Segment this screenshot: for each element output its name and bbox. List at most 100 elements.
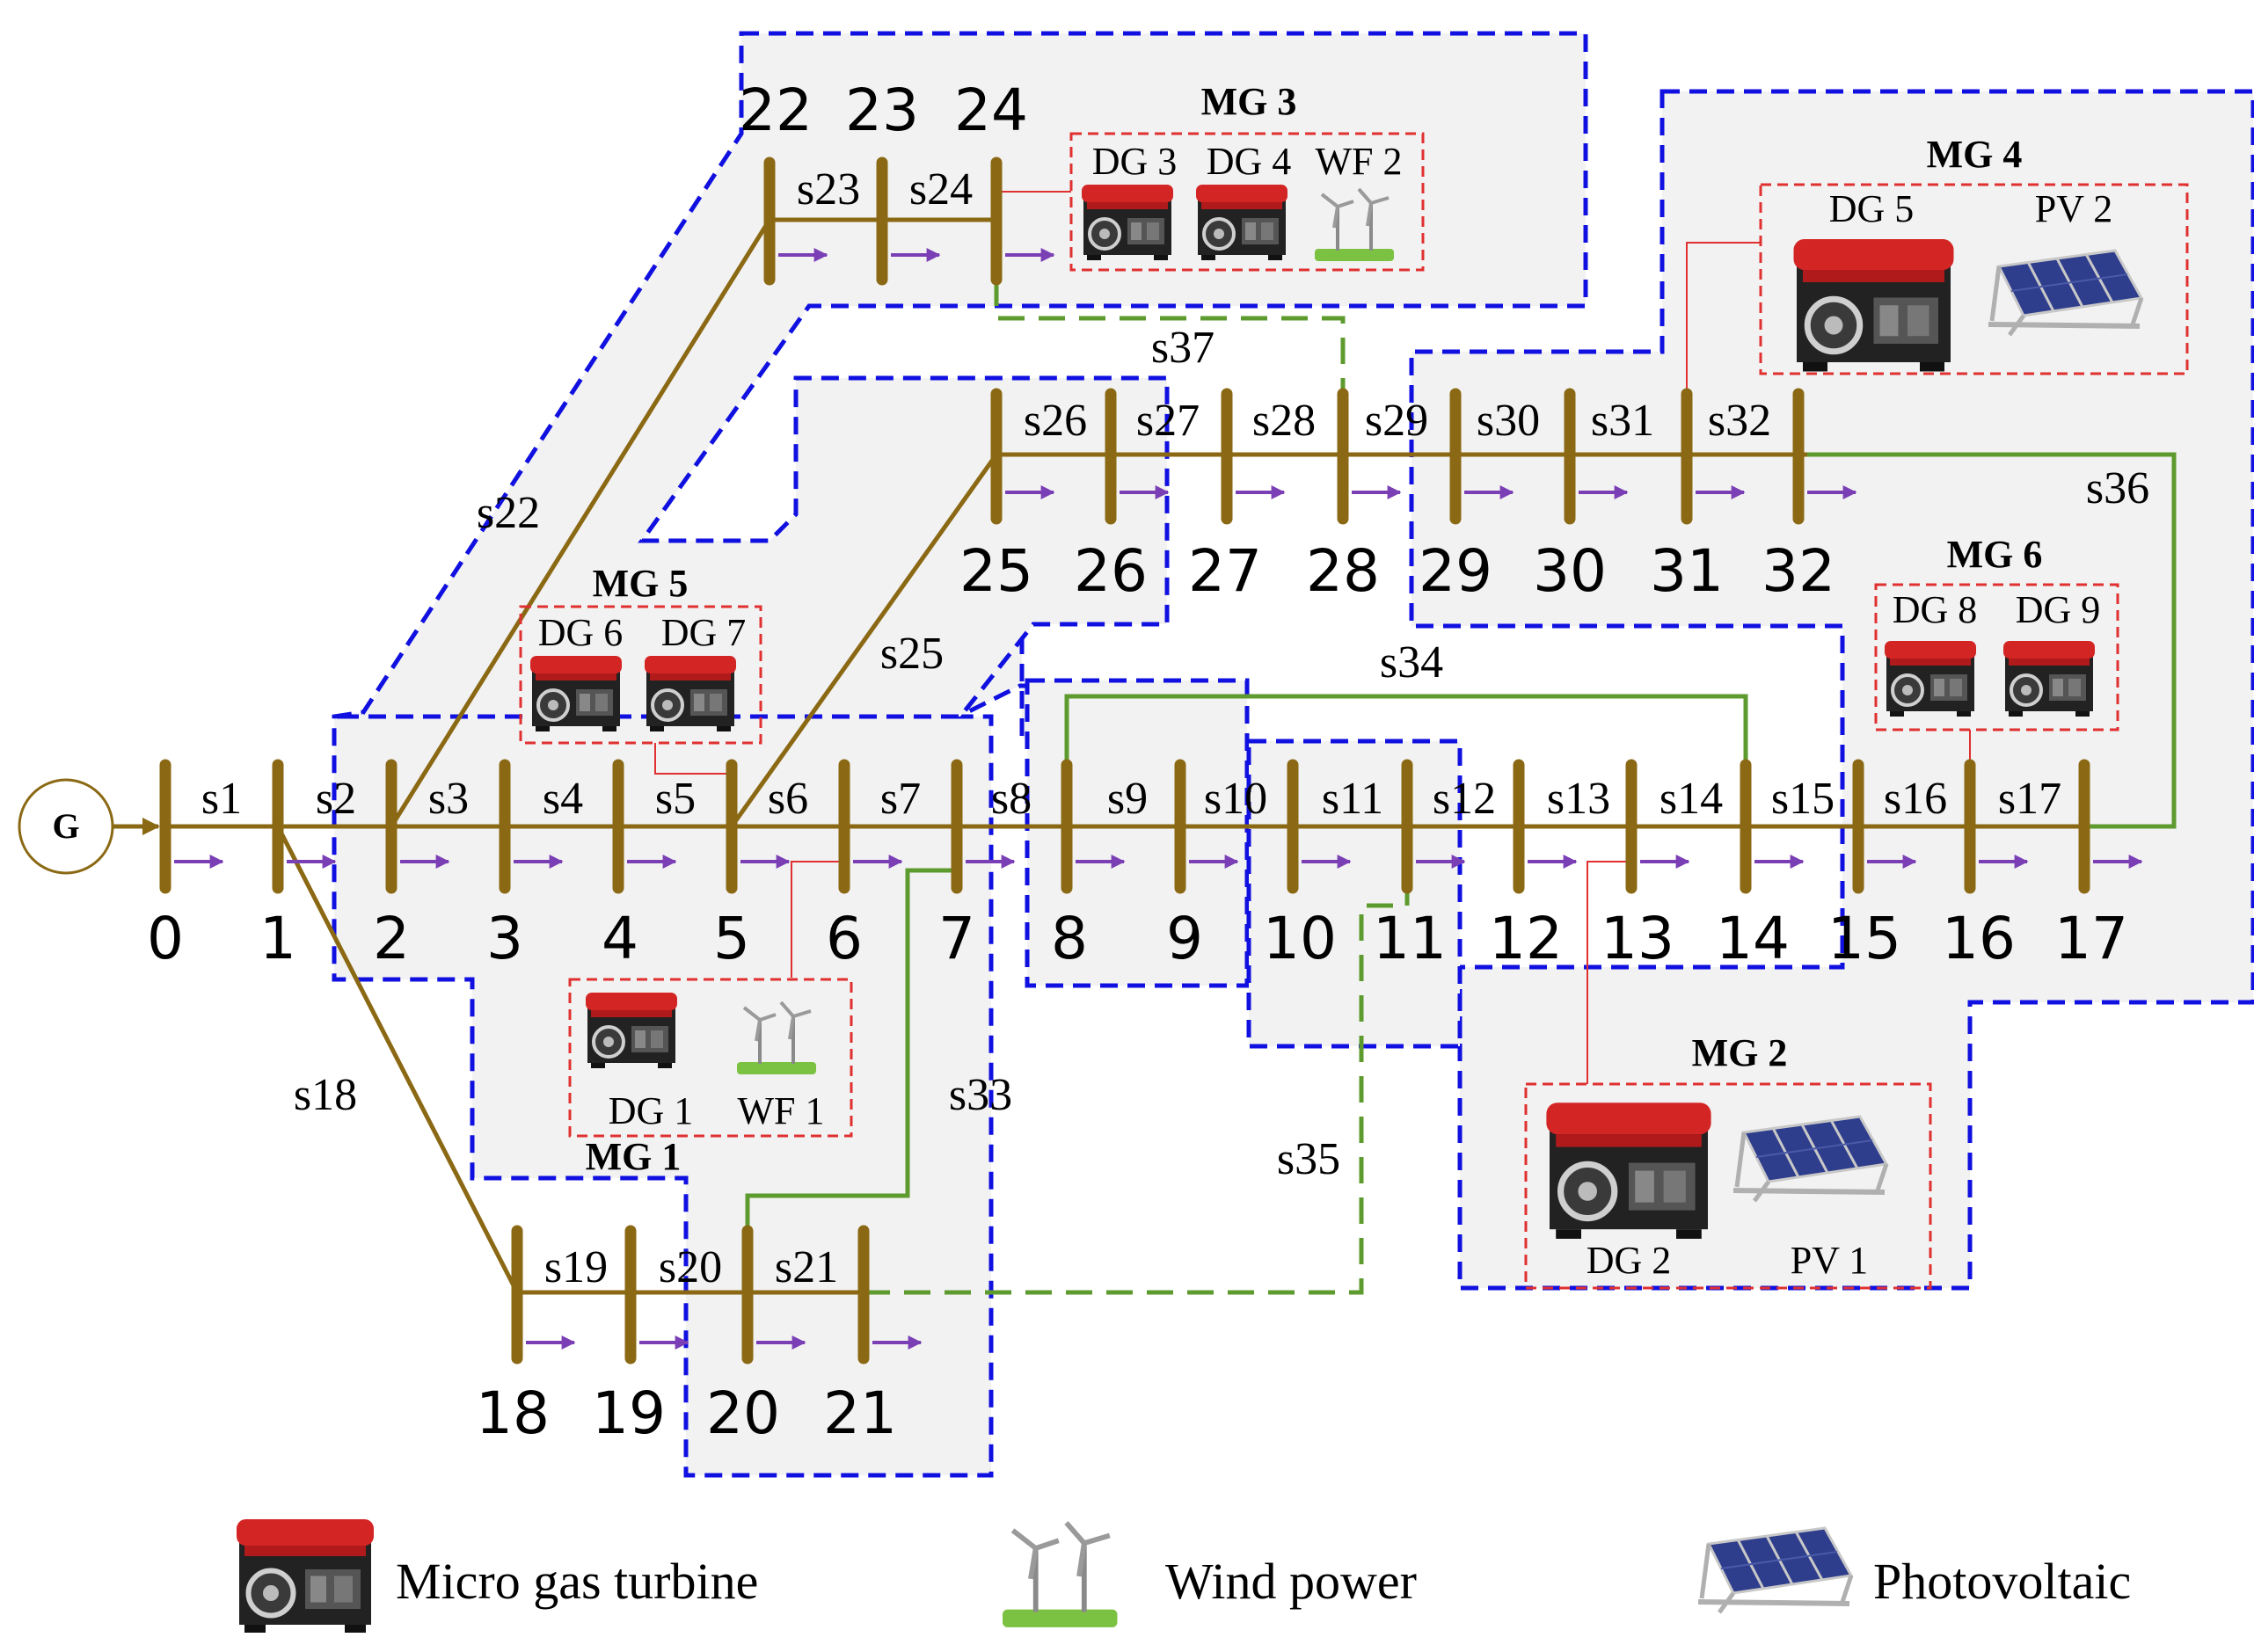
microgrid-mg5: MG 5 DG 6 DG 7 xyxy=(519,562,762,745)
bus-26: 26 xyxy=(1074,388,1170,605)
bus-number: 10 xyxy=(1263,905,1337,972)
bus-number: 22 xyxy=(739,76,813,144)
mg1-unit-wf1: WF 1 xyxy=(738,1089,825,1132)
bus-7: 7 xyxy=(938,759,1016,972)
bus-22: 22 xyxy=(739,76,828,286)
tie-s34 xyxy=(1064,694,1748,790)
connector-mg1 xyxy=(791,861,844,978)
tie-lines xyxy=(745,280,2177,1295)
mg3-title: MG 3 xyxy=(1201,80,1297,123)
branch-s25-line xyxy=(729,453,999,828)
connector-mg4 xyxy=(1686,242,1761,455)
mg1-title: MG 1 xyxy=(586,1135,682,1178)
bus-number: 3 xyxy=(486,905,523,972)
section-s34: s34 xyxy=(1380,637,1443,688)
section-s33: s33 xyxy=(949,1070,1012,1120)
bus-31: 31 xyxy=(1650,388,1746,605)
bus-number: 1 xyxy=(259,905,296,972)
legend-label-micro-gas-turbine: Micro gas turbine xyxy=(396,1553,758,1610)
microgrid-mg4: MG 4 DG 5 PV 2 xyxy=(1759,133,2189,375)
section-s9: s9 xyxy=(1107,774,1148,824)
bus-4: 4 xyxy=(602,759,677,972)
bus-number: 32 xyxy=(1762,537,1835,605)
legend-label-wind-power: Wind power xyxy=(1165,1553,1417,1610)
branch-s18-line xyxy=(275,825,520,1294)
bus-number: 21 xyxy=(823,1379,897,1447)
bus-number: 17 xyxy=(2054,905,2128,972)
bus-14: 14 xyxy=(1716,759,1805,972)
bus-8: 8 xyxy=(1051,759,1126,972)
section-s3: s3 xyxy=(428,774,469,824)
connector-mg2 xyxy=(1587,861,1631,1084)
bus-29: 29 xyxy=(1419,388,1514,605)
section-s25: s25 xyxy=(880,629,944,679)
mg2-unit-dg2: DG 2 xyxy=(1587,1239,1672,1282)
micro-gas-turbine-icon xyxy=(1080,183,1175,262)
bus-number: 24 xyxy=(954,76,1028,144)
bus-20: 20 xyxy=(706,1225,806,1447)
bus-23: 23 xyxy=(845,76,941,286)
bus-1: 1 xyxy=(259,759,337,972)
mg4-unit-dg5: DG 5 xyxy=(1829,187,1915,230)
section-s29: s29 xyxy=(1365,396,1428,446)
bus-3: 3 xyxy=(486,759,564,972)
legend-item-photovoltaic: Photovoltaic xyxy=(1698,1528,2131,1612)
bus-number: 14 xyxy=(1716,905,1790,972)
section-s14: s14 xyxy=(1659,774,1723,824)
bus-number: 5 xyxy=(713,905,750,972)
section-s16: s16 xyxy=(1884,774,1947,824)
micro-gas-turbine-icon xyxy=(529,654,624,733)
section-s10: s10 xyxy=(1204,774,1267,824)
tie-s36 xyxy=(1807,452,2177,829)
section-s23: s23 xyxy=(797,164,860,215)
bus-24: 24 xyxy=(954,76,1055,286)
mg6-unit-dg9: DG 9 xyxy=(2016,588,2101,631)
bus-15: 15 xyxy=(1827,759,1917,972)
mg5-unit-dg6: DG 6 xyxy=(538,611,624,654)
section-s32: s32 xyxy=(1708,396,1771,446)
section-s21: s21 xyxy=(775,1242,838,1292)
section-s37: s37 xyxy=(1151,323,1215,373)
legend-item-wind-power: Wind power xyxy=(1003,1523,1417,1627)
bus-number: 28 xyxy=(1306,537,1380,605)
bus-16: 16 xyxy=(1942,759,2029,972)
bus-28: 28 xyxy=(1306,388,1402,605)
section-s4: s4 xyxy=(543,774,583,824)
section-s19: s19 xyxy=(544,1242,608,1292)
bus-number: 20 xyxy=(706,1379,780,1447)
section-s13: s13 xyxy=(1547,774,1610,824)
bus-25: 25 xyxy=(959,388,1055,605)
connector-mg5 xyxy=(654,743,732,775)
mg5-unit-dg7: DG 7 xyxy=(661,611,747,654)
mg6-title: MG 6 xyxy=(1947,533,2043,576)
bus-10: 10 xyxy=(1263,759,1352,972)
section-s2: s2 xyxy=(316,774,356,824)
micro-gas-turbine-icon xyxy=(1794,239,1954,372)
wind-power-icon xyxy=(1003,1523,1118,1627)
section-s31: s31 xyxy=(1591,396,1654,446)
bus-12: 12 xyxy=(1489,759,1578,972)
mg3-unit-wf2: WF 2 xyxy=(1316,140,1403,183)
photovoltaic-icon xyxy=(1698,1528,1851,1612)
bus-17: 17 xyxy=(2054,759,2143,972)
bus-number: 9 xyxy=(1166,905,1203,972)
bus-number: 19 xyxy=(592,1379,666,1447)
bus-19: 19 xyxy=(592,1225,689,1447)
bus-number: 11 xyxy=(1373,905,1447,972)
bus-13: 13 xyxy=(1601,759,1690,972)
bus-number: 8 xyxy=(1051,905,1088,972)
bus-number: 7 xyxy=(938,905,975,972)
bus-0: 0 xyxy=(147,759,224,972)
mg3-unit-dg3: DG 3 xyxy=(1092,140,1178,183)
grid-source-label: G xyxy=(52,806,79,846)
bus-5: 5 xyxy=(713,759,791,972)
micro-gas-turbine-icon xyxy=(1194,183,1289,262)
mg2-unit-pv1: PV 1 xyxy=(1791,1239,1868,1282)
bus-number: 18 xyxy=(476,1379,550,1447)
bus-number: 13 xyxy=(1601,905,1674,972)
section-s8: s8 xyxy=(991,774,1032,824)
microgrid-mg6: MG 6 DG 8 DG 9 xyxy=(1874,533,2119,731)
bus-number: 6 xyxy=(826,905,863,972)
